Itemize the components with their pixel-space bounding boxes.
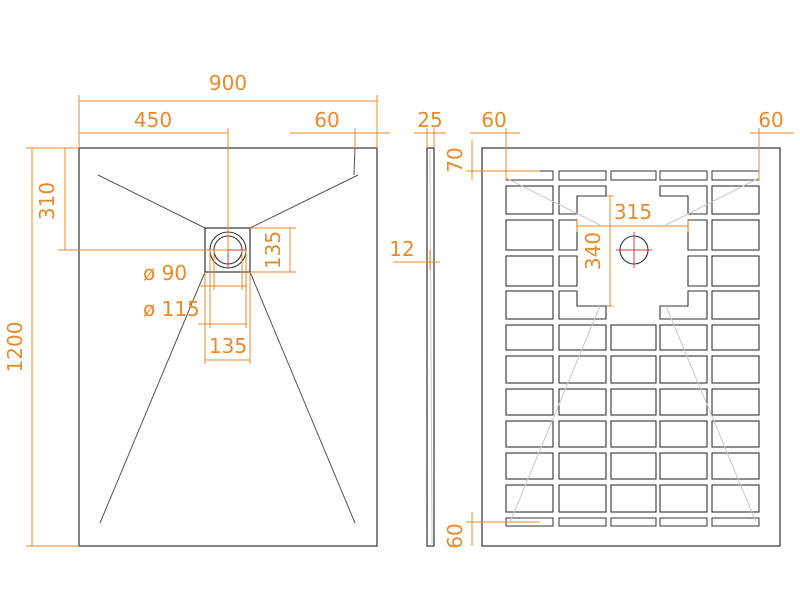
dim-rim-height: 12	[389, 237, 440, 270]
dim-drain-offset: 310	[35, 147, 228, 251]
side-profile	[426, 147, 435, 547]
bottom-slat-row	[505, 517, 760, 527]
side-view: 25 12	[389, 108, 446, 547]
bottom-outline	[481, 147, 781, 547]
dim-label-60-top: 60	[314, 108, 339, 132]
dim-label-60-right: 60	[758, 108, 783, 132]
dim-thickness: 25	[414, 108, 446, 148]
dim-drain-box-width: 135	[204, 272, 251, 364]
dim-label-1200: 1200	[3, 322, 27, 373]
bottom-drain	[616, 232, 652, 268]
bottom-faint-slopes	[505, 177, 760, 523]
dim-drain-box-height: 135	[250, 227, 296, 273]
dim-label-dia-90: ø 90	[143, 261, 187, 285]
dim-bottom-top-offset: 70	[443, 140, 540, 180]
dim-label-450: 450	[134, 108, 172, 132]
dim-label-70: 70	[443, 147, 467, 172]
dim-bottom-left-offset: 60	[470, 108, 520, 180]
dim-label-12: 12	[389, 237, 414, 261]
dim-label-135-vertical: 135	[261, 231, 285, 269]
dim-opening-height: 340	[581, 195, 614, 307]
dim-label-60-left: 60	[481, 108, 506, 132]
dim-edge-offset: 60	[290, 108, 390, 148]
top-view: 900 450 60 1200 310	[3, 71, 390, 547]
dim-label-25: 25	[417, 108, 442, 132]
dim-opening-width: 315	[576, 200, 689, 232]
dim-bottom-right-offset: 60	[750, 108, 794, 180]
dim-label-315: 315	[614, 200, 652, 224]
dim-label-310: 310	[35, 182, 59, 220]
dim-label-135-horizontal: 135	[209, 334, 247, 358]
dim-label-60-bottom: 60	[443, 523, 467, 548]
dim-outer-diameter: ø 115	[143, 250, 247, 328]
top-slat-row	[505, 170, 760, 181]
dim-overall-length: 1200	[3, 147, 79, 547]
dim-overall-width: 900	[78, 71, 378, 148]
dim-label-340: 340	[581, 232, 605, 270]
dim-label-900: 900	[209, 71, 247, 95]
rib-grid	[505, 185, 760, 513]
dim-label-dia-115: ø 115	[143, 297, 200, 321]
dim-inner-diameter: ø 90	[143, 250, 247, 290]
bottom-view: 60 60 70 60 315 340	[443, 108, 794, 549]
dim-bottom-bottom-offset: 60	[443, 512, 540, 549]
dim-half-width: 450	[78, 108, 229, 250]
